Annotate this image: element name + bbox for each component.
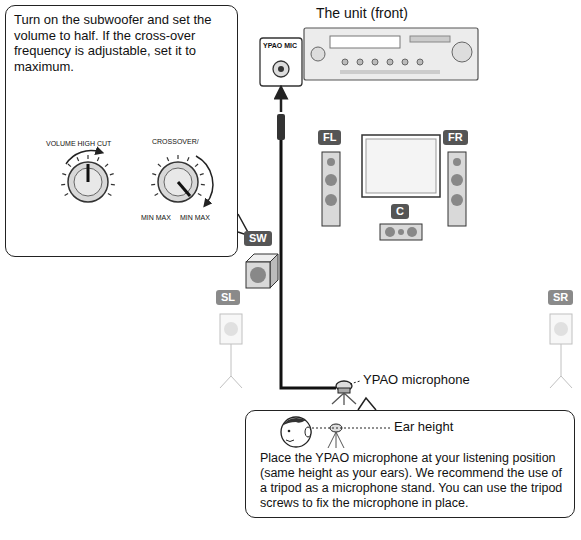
surround-left-speaker bbox=[220, 314, 242, 388]
dial-tick bbox=[187, 157, 189, 161]
speaker-label: SR bbox=[553, 291, 568, 304]
dial-tick bbox=[155, 194, 158, 196]
center-speaker bbox=[380, 224, 422, 240]
dial-tick bbox=[167, 157, 169, 161]
front-left-speaker bbox=[322, 152, 340, 226]
insert-arrow bbox=[280, 92, 283, 112]
jack-label: YPAO MIC bbox=[263, 42, 297, 50]
speaker-label: FL bbox=[323, 131, 336, 144]
dial-tick bbox=[110, 174, 114, 175]
listener-head bbox=[281, 417, 311, 447]
instruction-text: Place the YPAO microphone at your listen… bbox=[260, 451, 564, 511]
dial-tick bbox=[97, 157, 99, 161]
av-receiver bbox=[304, 28, 478, 80]
tv bbox=[362, 135, 440, 197]
mic-cable bbox=[281, 140, 336, 388]
dial-tick bbox=[200, 174, 204, 175]
ypao-jack-panel bbox=[260, 38, 302, 86]
speaker-tag: FR bbox=[443, 130, 468, 145]
subwoofer bbox=[246, 254, 278, 288]
speaker-label: SW bbox=[249, 232, 267, 245]
dial-scale: MIN MAX bbox=[141, 214, 171, 222]
dial-tick bbox=[201, 184, 205, 186]
speaker-label: SL bbox=[221, 291, 235, 304]
speaker-tag: SL bbox=[216, 290, 240, 305]
surround-right-speaker bbox=[550, 314, 572, 388]
ypao-microphone bbox=[332, 381, 356, 405]
part-label: Ear height bbox=[394, 420, 453, 435]
dial-tick bbox=[105, 164, 108, 167]
dial-label: CROSSOVER/ bbox=[152, 138, 199, 146]
unit-caption: The unit (front) bbox=[316, 5, 408, 21]
dial-tick bbox=[68, 164, 71, 167]
dial-tick bbox=[65, 194, 68, 196]
speaker-tag: FL bbox=[318, 130, 341, 145]
dial-tick bbox=[158, 164, 161, 167]
leader-line bbox=[350, 381, 360, 384]
dial-tick bbox=[77, 157, 79, 161]
part-label: YPAO microphone bbox=[363, 373, 470, 388]
dial-tick bbox=[152, 174, 156, 175]
dial-tick bbox=[151, 184, 155, 186]
dial-tick bbox=[87, 155, 88, 159]
leader-line bbox=[312, 428, 390, 429]
dial-scale: MIN MAX bbox=[180, 214, 210, 222]
speaker-label: FR bbox=[448, 131, 463, 144]
speaker-tag: SR bbox=[548, 290, 573, 305]
dial-tick bbox=[62, 174, 66, 175]
dial-tick bbox=[111, 184, 115, 186]
dial-tick bbox=[177, 155, 178, 159]
volume-dial bbox=[66, 151, 108, 202]
dial-label: VOLUME HIGH CUT bbox=[46, 140, 111, 148]
speaker-tag: SW bbox=[244, 231, 272, 246]
dial-tick bbox=[108, 194, 111, 196]
speaker-tag: C bbox=[391, 204, 409, 219]
crossover-dial bbox=[158, 156, 213, 204]
instruction-text: Turn on the subwoofer and set the volume… bbox=[14, 12, 229, 74]
speaker-label: C bbox=[396, 205, 404, 218]
mic-plug bbox=[277, 114, 285, 140]
callout-tail bbox=[358, 398, 376, 410]
dial-tick bbox=[61, 184, 65, 186]
dial-tick bbox=[195, 164, 198, 167]
front-right-speaker bbox=[448, 152, 466, 226]
dial-tick bbox=[198, 194, 201, 196]
